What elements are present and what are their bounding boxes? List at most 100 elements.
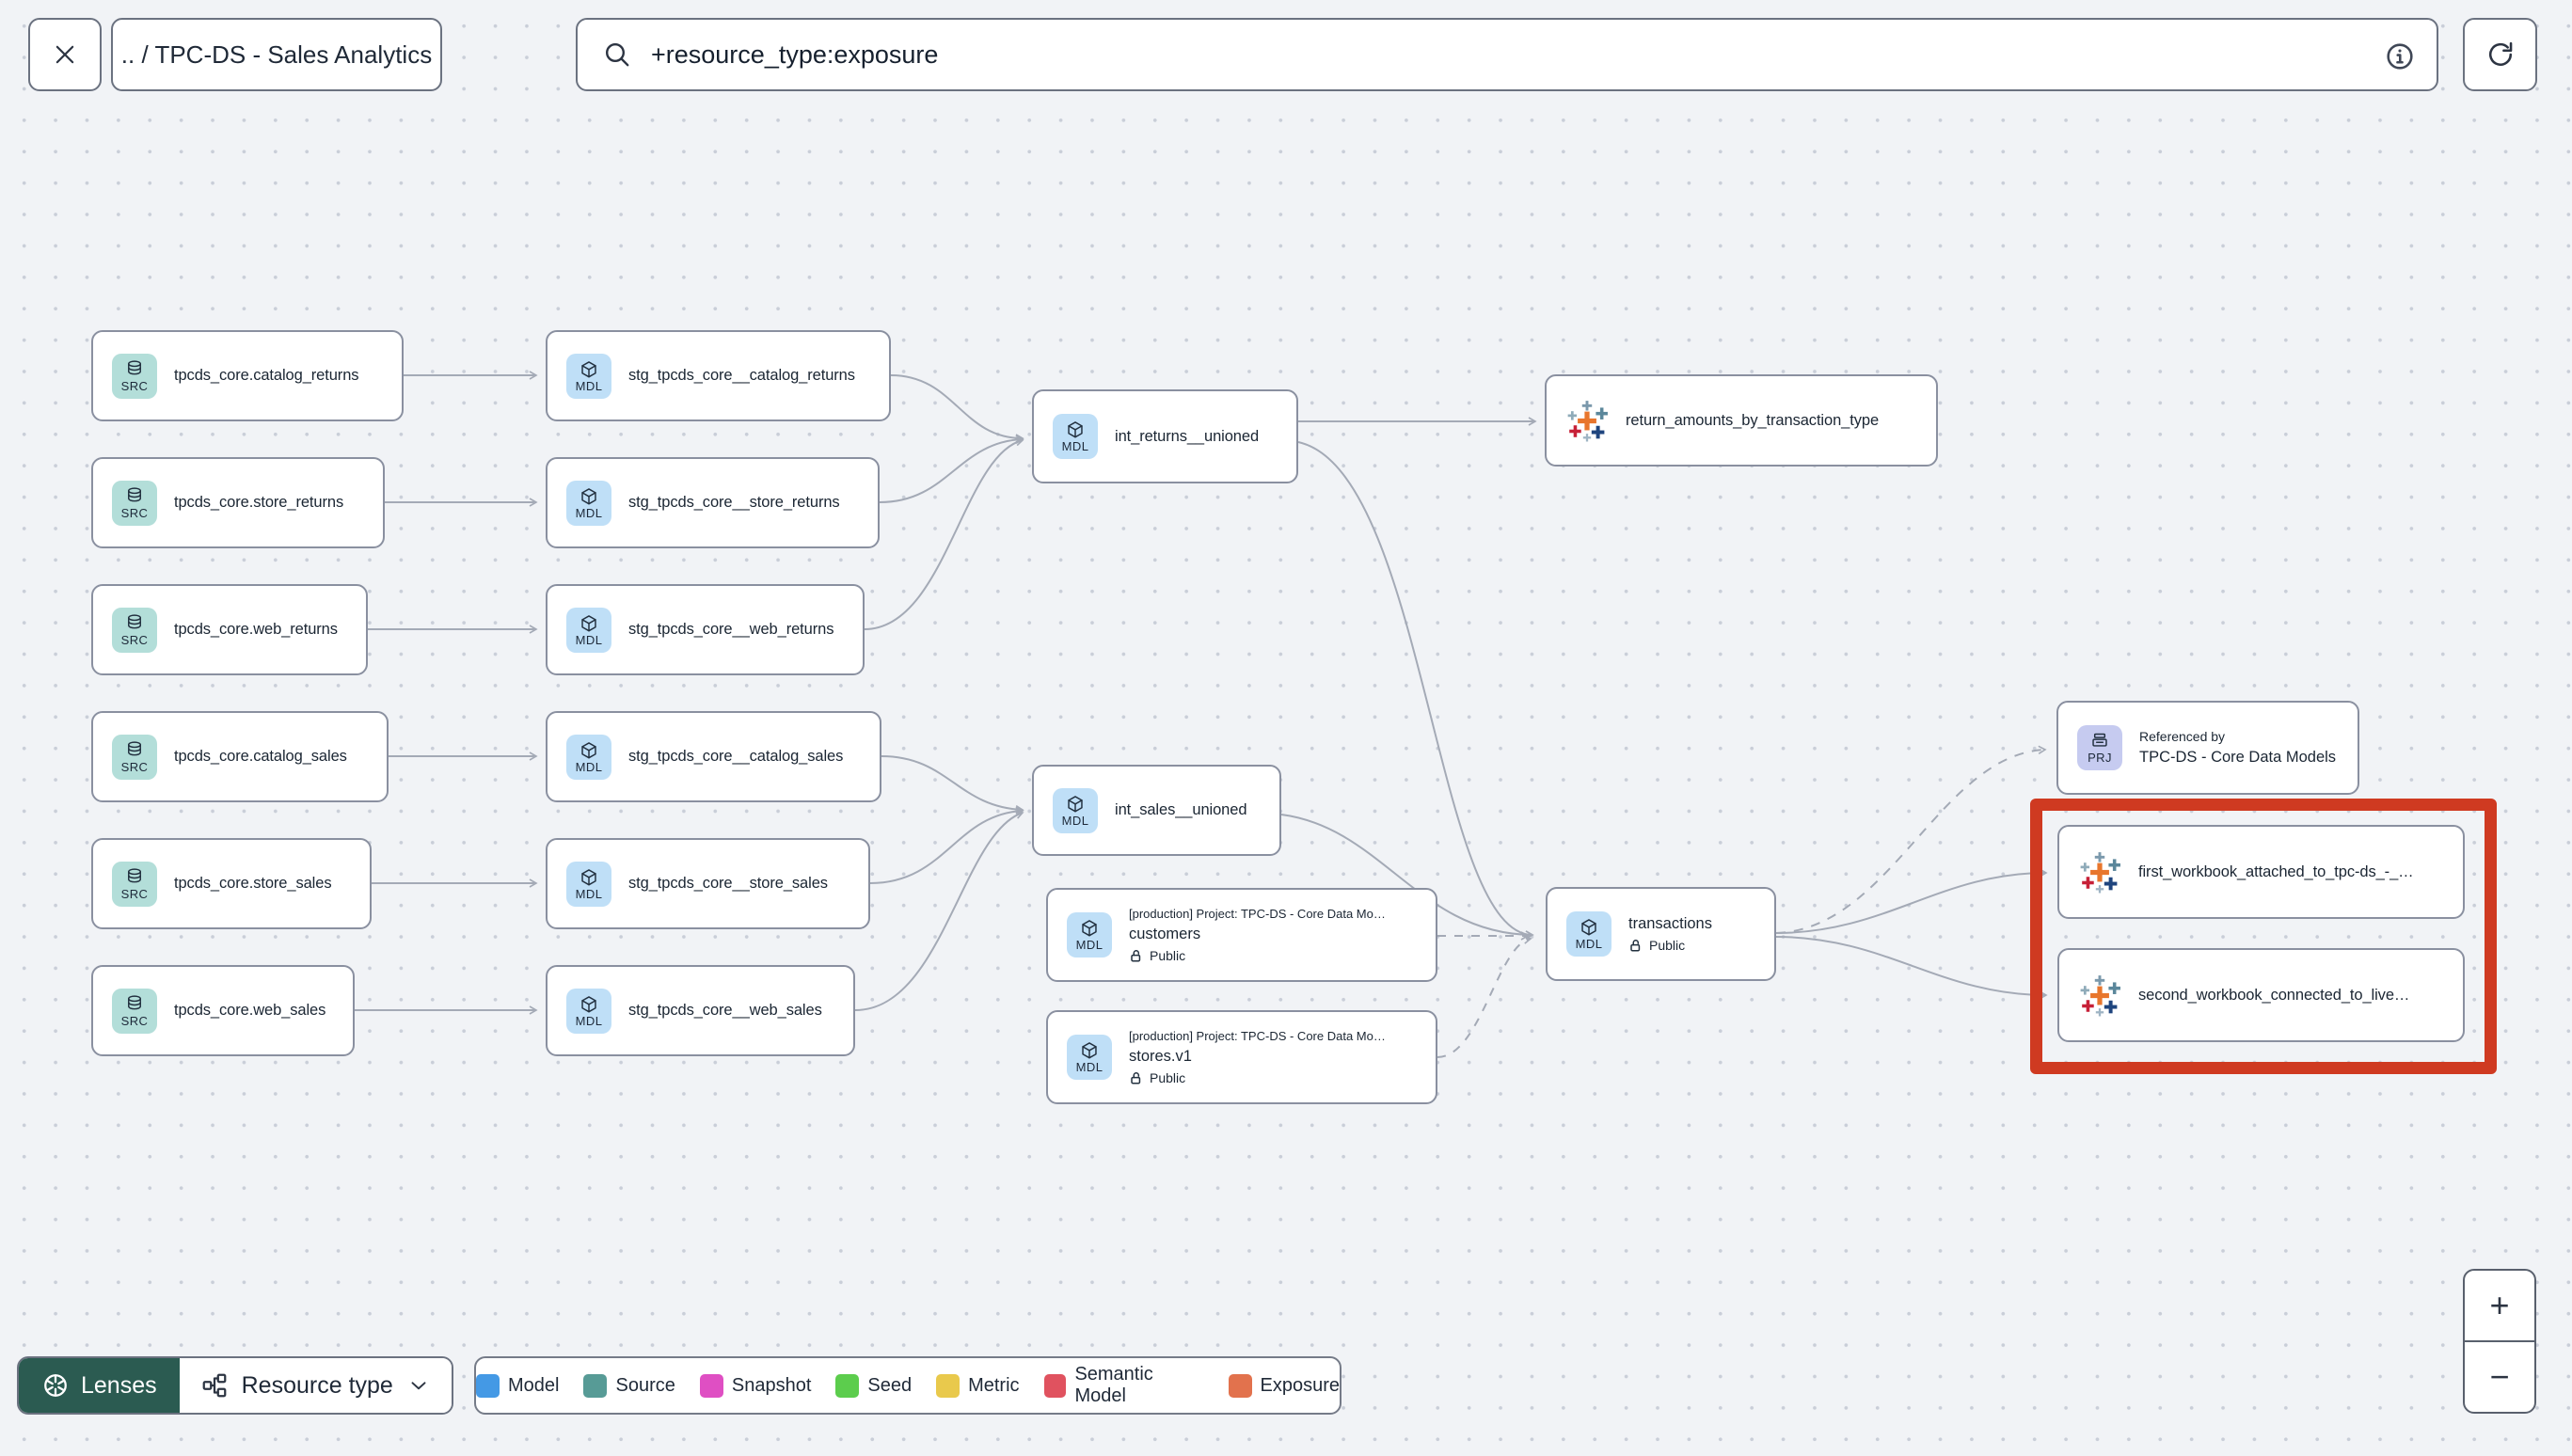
unlock-icon (1129, 1071, 1143, 1085)
model-badge: MDL (566, 607, 611, 653)
node-source-tpcds-core-web-returns[interactable]: SRC tpcds_core.web_returns (91, 584, 368, 675)
node-model-transactions[interactable]: MDL transactions Public (1546, 887, 1776, 981)
node-label: tpcds_core.web_returns (174, 621, 338, 638)
source-badge: SRC (112, 353, 157, 399)
info-icon[interactable] (2384, 40, 2416, 72)
node-source-tpcds-core-catalog-sales[interactable]: SRC tpcds_core.catalog_sales (91, 711, 389, 802)
refresh-button[interactable] (2463, 18, 2537, 91)
node-project-header: [production] Project: TPC-DS - Core Data… (1129, 907, 1386, 921)
node-label: stg_tpcds_core__catalog_returns (628, 367, 855, 384)
node-source-tpcds-core-web-sales[interactable]: SRC tpcds_core.web_sales (91, 965, 355, 1056)
referenced-by-label: Referenced by (2139, 729, 2226, 744)
source-badge: SRC (112, 480, 157, 526)
model-badge: MDL (566, 480, 611, 526)
node-source-tpcds-core-store-sales[interactable]: SRC tpcds_core.store_sales (91, 838, 372, 929)
node-model-stg-store-returns[interactable]: MDL stg_tpcds_core__store_returns (546, 457, 880, 548)
legend-label: Source (615, 1374, 675, 1396)
model-badge: MDL (1053, 414, 1098, 459)
close-button[interactable] (28, 18, 102, 91)
legend-label: Seed (867, 1374, 913, 1396)
legend-label: Metric (968, 1374, 1020, 1396)
sitemap-icon (200, 1371, 229, 1400)
node-label: tpcds_core.web_sales (174, 1002, 326, 1019)
source-badge: SRC (112, 734, 157, 780)
legend-item-exposure: Exposure (1228, 1373, 1340, 1398)
model-badge: MDL (566, 353, 611, 399)
node-exposure-second-workbook[interactable]: second_workbook_connected_to_live… (2057, 948, 2465, 1042)
zoom-in-button[interactable]: + (2465, 1271, 2534, 1342)
node-label: first_workbook_attached_to_tpc-ds_-_… (2138, 863, 2414, 880)
legend-item-semantic-model: Semantic Model (1043, 1364, 1204, 1407)
node-label: stores.v1 (1129, 1048, 1192, 1065)
model-badge: MDL (1053, 787, 1098, 833)
breadcrumb[interactable]: .. / TPC-DS - Sales Analytics (111, 18, 442, 91)
node-label: return_amounts_by_transaction_type (1626, 411, 1880, 429)
node-label: stg_tpcds_core__web_sales (628, 1002, 822, 1019)
lenses-button[interactable]: Lenses (19, 1358, 180, 1413)
unlock-icon (1129, 949, 1143, 963)
resource-type-dropdown[interactable]: Resource type (179, 1358, 452, 1413)
node-source-tpcds-core-store-returns[interactable]: SRC tpcds_core.store_returns (91, 457, 385, 548)
access-label: Public (1150, 948, 1186, 963)
legend-label: Semantic Model (1074, 1364, 1153, 1406)
node-model-stg-web-sales[interactable]: MDL stg_tpcds_core__web_sales (546, 965, 855, 1056)
node-label: tpcds_core.store_returns (174, 494, 344, 511)
model-badge: MDL (1067, 912, 1112, 957)
legend-item-model: Model (476, 1373, 560, 1398)
semantic-model-swatch (1043, 1373, 1067, 1398)
access-label: Public (1649, 938, 1686, 953)
node-label: tpcds_core.catalog_returns (174, 367, 359, 384)
node-label: TPC-DS - Core Data Models (2139, 749, 2337, 766)
chevron-down-icon (406, 1373, 431, 1398)
node-label: stg_tpcds_core__store_sales (628, 875, 828, 892)
project-badge: PRJ (2077, 725, 2122, 770)
node-project-referenced-by[interactable]: PRJ Referenced by TPC-DS - Core Data Mod… (2056, 701, 2359, 795)
unlock-icon (1628, 939, 1643, 953)
node-model-stg-catalog-sales[interactable]: MDL stg_tpcds_core__catalog_sales (546, 711, 881, 802)
node-exposure-first-workbook[interactable]: first_workbook_attached_to_tpc-ds_-_… (2057, 825, 2465, 919)
model-badge: MDL (1067, 1035, 1112, 1080)
node-model-stores-v1[interactable]: MDL [production] Project: TPC-DS - Core … (1046, 1010, 1437, 1104)
access-label: Public (1150, 1070, 1186, 1085)
zoom-control: + − (2463, 1269, 2536, 1414)
search-icon (602, 40, 632, 70)
search-input[interactable] (649, 39, 2371, 71)
model-badge: MDL (566, 861, 611, 907)
refresh-icon (2485, 39, 2516, 71)
node-model-stg-web-returns[interactable]: MDL stg_tpcds_core__web_returns (546, 584, 865, 675)
breadcrumb-label: .. / TPC-DS - Sales Analytics (120, 40, 433, 69)
tableau-icon (2078, 973, 2121, 1017)
legend-item-snapshot: Snapshot (699, 1373, 811, 1398)
node-label: customers (1129, 926, 1201, 942)
search-bar[interactable] (576, 18, 2438, 91)
model-badge: MDL (566, 988, 611, 1034)
close-icon (51, 40, 79, 69)
source-badge: SRC (112, 607, 157, 653)
node-label: int_returns__unioned (1115, 427, 1260, 445)
legend-item-source: Source (583, 1373, 675, 1398)
node-model-customers[interactable]: MDL [production] Project: TPC-DS - Core … (1046, 888, 1437, 982)
exposure-swatch (1228, 1373, 1252, 1398)
node-model-int-returns-unioned[interactable]: MDL int_returns__unioned (1032, 389, 1298, 483)
node-label: second_workbook_connected_to_live… (2138, 986, 2410, 1004)
resource-type-legend: Model Source Snapshot Seed Metric Semant… (474, 1356, 1342, 1415)
tableau-icon (2078, 850, 2121, 894)
source-badge: SRC (112, 988, 157, 1034)
node-source-tpcds-core-catalog-returns[interactable]: SRC tpcds_core.catalog_returns (91, 330, 404, 421)
node-model-stg-catalog-returns[interactable]: MDL stg_tpcds_core__catalog_returns (546, 330, 891, 421)
legend-item-metric: Metric (936, 1373, 1020, 1398)
plus-icon: + (2489, 1286, 2510, 1324)
seed-swatch (835, 1373, 860, 1398)
node-label: transactions (1628, 915, 1712, 932)
snapshot-swatch (699, 1373, 723, 1398)
lenses-label: Lenses (81, 1371, 157, 1399)
node-project-header: [production] Project: TPC-DS - Core Data… (1129, 1029, 1386, 1043)
node-model-int-sales-unioned[interactable]: MDL int_sales__unioned (1032, 765, 1281, 856)
legend-label: Model (508, 1374, 560, 1396)
aperture-icon (41, 1371, 70, 1400)
zoom-out-button[interactable]: − (2465, 1342, 2534, 1412)
node-exposure-return-amounts[interactable]: return_amounts_by_transaction_type (1545, 374, 1938, 467)
source-badge: SRC (112, 861, 157, 907)
node-model-stg-store-sales[interactable]: MDL stg_tpcds_core__store_sales (546, 838, 870, 929)
